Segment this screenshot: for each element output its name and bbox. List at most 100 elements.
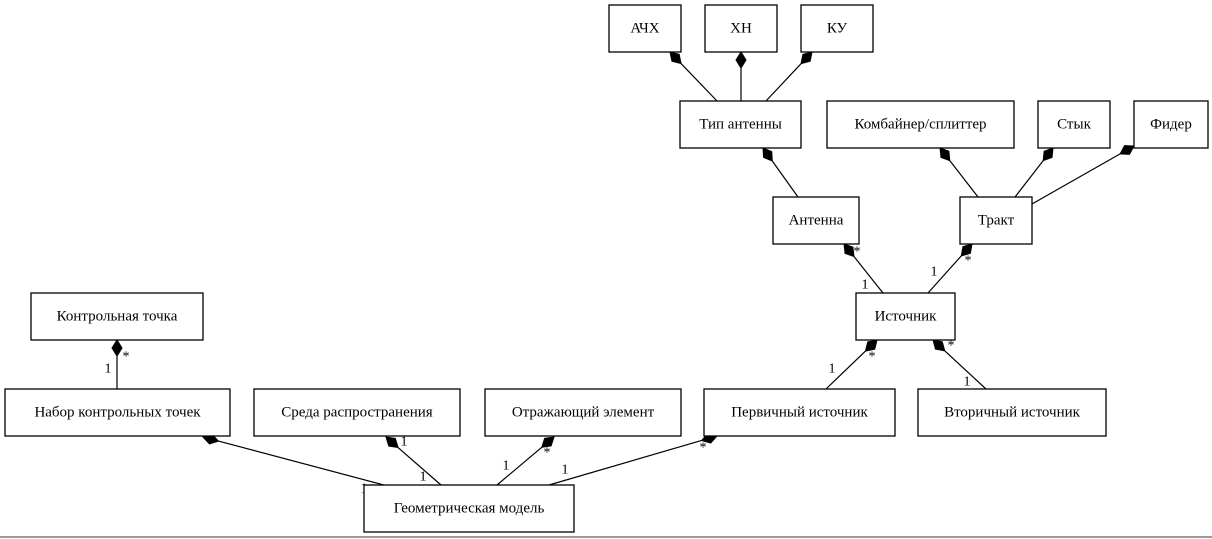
multiplicity-part: 1 [829,362,836,377]
composition-edge: *1 [105,339,130,389]
class-label: Тип антенны [699,117,782,133]
class-label: Контрольная точка [57,309,178,325]
class-node-ku: КУ [800,4,874,53]
class-box [484,388,682,437]
class-node-geom_model: Геометрическая модель [363,484,575,533]
edge-line [853,256,884,294]
class-label: Набор контрольных точек [34,405,201,421]
class-box [679,100,802,149]
composition-edge [1014,147,1054,198]
class-label: Стык [1057,117,1091,133]
class-label: Первичный источник [731,405,868,421]
composition-diamond-icon [939,147,951,162]
composition-edge [669,51,718,102]
composition-edge: *1 [548,432,718,486]
composition-diamond-icon [762,147,773,162]
multiplicity-whole: * [123,350,130,365]
class-label: Комбайнер/сплиттер [854,117,986,133]
class-node-achx: АЧХ [608,4,682,53]
composition-edge [762,147,799,198]
composition-edge [939,147,979,198]
edge-line [1031,153,1121,205]
class-box [30,292,204,341]
edge-line [944,350,987,390]
composition-diamond-icon [541,436,555,448]
class-label: КУ [827,21,848,37]
edge-line [680,63,718,102]
edge-line [397,447,442,486]
class-box [1133,100,1209,149]
composition-edge: *1 [843,243,884,294]
composition-diamond-icon [960,243,973,257]
edge-line [771,160,799,198]
composition-edge [1031,145,1135,205]
composition-diamond-icon [843,243,855,258]
bottom-divider [0,536,1212,538]
class-box [253,388,461,437]
edge-line [548,439,702,486]
class-box [917,388,1107,437]
multiplicity-whole: * [854,245,861,260]
edge-line [927,255,962,294]
class-node-hn: ХН [704,4,778,53]
class-node-perv_ist: Первичный источник [703,388,896,437]
multiplicity-whole: * [965,254,972,269]
class-box [4,388,231,437]
class-label: Среда распространения [281,405,433,421]
class-node-fider: Фидер [1133,100,1209,149]
class-label: Фидер [1150,117,1192,133]
composition-diamond-icon [1119,145,1135,155]
class-node-styk: Стык [1037,100,1111,149]
multiplicity-part: 1 [105,362,112,377]
class-box [704,4,778,53]
class-box [1037,100,1111,149]
composition-edge [735,51,747,101]
multiplicity-whole: * [869,350,876,365]
edge-line [825,350,866,390]
multiplicity-part: 1 [931,265,938,280]
class-label: Геометрическая модель [394,501,545,517]
class-box [703,388,896,437]
composition-edge: *1 [825,339,878,390]
nodes-layer: АЧХ ХН КУ Тип антенны Комбайнер/сплиттер Стык… [4,4,1209,533]
class-node-otr_element: Отражающий элемент [484,388,682,437]
class-label: Антенна [789,213,844,229]
multiplicity-part: 1 [420,470,427,485]
multiplicity-whole: * [700,441,707,456]
edge-line [1014,160,1044,198]
composition-diamond-icon [800,51,813,65]
composition-edge: *1 [927,243,973,294]
class-label: ХН [730,21,752,37]
composition-diamond-icon [111,339,123,357]
class-node-trakt: Тракт [959,196,1033,245]
composition-edge: *1 [932,339,987,390]
class-label: Отражающий элемент [512,405,655,421]
class-node-tip_antenny: Тип антенны [679,100,802,149]
composition-diamond-icon [1042,147,1054,162]
class-node-nabor: Набор контрольных точек [4,388,231,437]
composition-diamond-icon [385,436,399,449]
composition-diamond-icon [932,339,946,352]
class-box [363,484,575,533]
class-box [800,4,874,53]
multiplicity-part: 1 [503,459,510,474]
multiplicity-part: 1 [964,375,971,390]
class-node-istochnik: Источник [855,292,956,341]
composition-edge: 11 [385,435,442,486]
class-node-kombainer: Комбайнер/сплиттер [826,100,1015,149]
class-label: Источник [875,309,938,325]
multiplicity-whole: * [948,339,955,354]
multiplicity-whole: * [544,446,551,461]
class-node-sreda: Среда распространения [253,388,461,437]
edge-line [218,440,385,486]
multiplicity-part: 1 [862,278,869,293]
class-node-vtor_ist: Вторичный источник [917,388,1107,437]
composition-diamond-icon [864,339,878,352]
class-label: Вторичный источник [944,405,1081,421]
composition-edge [765,51,813,102]
class-box [608,4,682,53]
composition-edge: *1 [496,436,555,486]
class-node-antenna: Антенна [772,196,860,245]
class-box [826,100,1015,149]
